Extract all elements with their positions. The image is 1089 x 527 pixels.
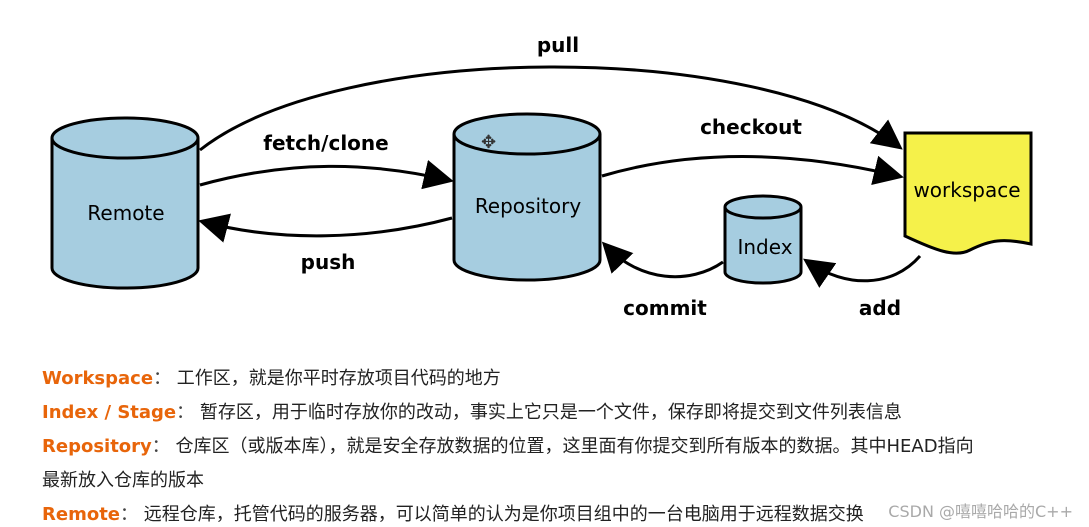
add-arrow <box>803 255 922 288</box>
repository-label: Repository <box>475 194 582 218</box>
checkout-label: checkout <box>700 115 802 139</box>
remote-text: 远程仓库，托管代码的服务器，可以简单的认为是你项目组中的一台电脑用于远程数据交换 <box>143 504 864 525</box>
repository-description-continued: 最新放入仓库的版本 <box>42 466 204 492</box>
workspace-term: Workspace <box>42 368 154 389</box>
workspace-description: Workspace： 工作区，就是你平时存放项目代码的地方 <box>42 364 501 390</box>
index-cylinder: Index <box>723 194 803 285</box>
workspace-text: 工作区，就是你平时存放项目代码的地方 <box>176 368 501 389</box>
separator: ： <box>120 504 139 525</box>
pull-arrow <box>199 65 903 152</box>
push-arrow <box>198 213 453 243</box>
workspace-document: workspace <box>903 131 1033 255</box>
separator: ： <box>153 368 172 389</box>
index-description: Index / Stage： 暂存区，用于临时存放你的改动，事实上它只是一个文件… <box>42 398 902 424</box>
commit-label: commit <box>623 296 707 320</box>
repository-cylinder: Repository <box>452 112 602 282</box>
watermark: CSDN @嘻嘻哈哈的C++ <box>888 502 1073 521</box>
remote-term: Remote <box>42 504 121 525</box>
separator: ： <box>176 402 195 423</box>
git-workflow-diagram: Remote Repository Index workspace pull f… <box>50 33 1033 320</box>
index-term: Index / Stage <box>42 402 177 423</box>
repository-description: Repository： 仓库区（或版本库），就是安全存放数据的位置，这里面有你提… <box>42 432 974 458</box>
repository-term: Repository <box>42 436 152 457</box>
repository-text-continued: 最新放入仓库的版本 <box>42 470 204 491</box>
push-label: push <box>301 250 356 274</box>
repository-text: 仓库区（或版本库），就是安全存放数据的位置，这里面有你提交到所有版本的数据。其中… <box>175 436 974 457</box>
workspace-label: workspace <box>913 178 1020 202</box>
checkout-arrow <box>601 155 904 185</box>
commit-arrow <box>601 241 724 279</box>
pull-label: pull <box>537 33 579 57</box>
remote-label: Remote <box>87 201 164 225</box>
fetch-clone-label: fetch/clone <box>263 131 388 155</box>
separator: ： <box>151 436 170 457</box>
index-text: 暂存区，用于临时存放你的改动，事实上它只是一个文件，保存即将提交到文件列表信息 <box>199 402 902 423</box>
move-cursor-icon: ✥ <box>481 132 496 153</box>
fetch-clone-arrow <box>199 159 454 190</box>
index-label: Index <box>737 235 792 259</box>
remote-description: Remote： 远程仓库，托管代码的服务器，可以简单的认为是你项目组中的一台电脑… <box>42 500 864 526</box>
remote-cylinder: Remote <box>50 116 200 290</box>
add-label: add <box>859 296 901 320</box>
